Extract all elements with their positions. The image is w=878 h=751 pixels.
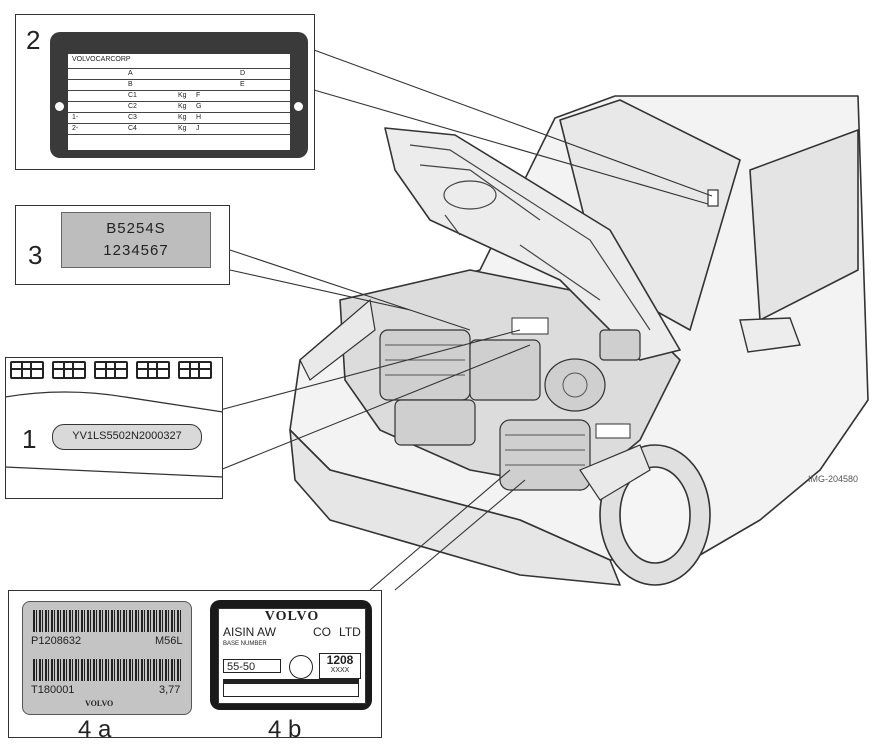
plate-row: C1 Kg F [68, 90, 290, 102]
vin-panel-lines [5, 391, 223, 478]
label-4b-bottom-box [223, 679, 359, 697]
plate-cell: G [196, 103, 202, 110]
grille-icon [94, 361, 128, 379]
plate-cell: Kg [178, 92, 187, 99]
label-4b-num: 1208 [326, 653, 354, 667]
vin-plate: YV1LS5502N2000327 [52, 424, 202, 450]
plate-hole-right [294, 102, 303, 111]
label-4b-sub: XXXX [330, 667, 350, 674]
gearbox-label-4b: VOLVO AISIN AW CO LTD BASE NUMBER 55-50 … [210, 600, 372, 710]
side-window [749, 129, 859, 321]
grille-icon [52, 361, 86, 379]
leader-4a [369, 469, 511, 591]
label-4b-small: BASE NUMBER [223, 641, 267, 647]
engine-code-tag: B5254S 1234567 [61, 212, 211, 268]
engine-serial: 1234567 [103, 242, 169, 259]
label-4b-num-box: 1208 XXXX [319, 653, 361, 679]
callout-number-3: 3 [28, 240, 43, 270]
plate-cell: C3 [128, 114, 137, 121]
label-4a-code1: P1208632 [31, 635, 82, 647]
plate-cell: 1- [72, 114, 79, 121]
caption-4a: 4 a [78, 716, 112, 743]
plate-cell: 2- [72, 125, 79, 132]
label-4b-brand: VOLVO [264, 609, 320, 624]
plate-cell: A [128, 70, 133, 77]
maker-co: CO [313, 625, 331, 639]
barcode [33, 659, 181, 681]
plate-cell: Kg [178, 114, 187, 121]
plate-row: 2- C4 Kg J [68, 123, 290, 135]
label-4b-face: VOLVO AISIN AW CO LTD BASE NUMBER 55-50 … [218, 608, 366, 704]
plate-cell: C4 [128, 125, 137, 132]
plate-header-row: VOLVOCARCORP [68, 54, 290, 69]
open-hood [384, 127, 681, 361]
plate-cell: C2 [128, 103, 137, 110]
plate-cell: B [128, 81, 133, 88]
leader-2 [313, 49, 713, 205]
plate-cell: E [240, 81, 245, 88]
leader-1 [219, 329, 531, 471]
label-4b-maker: AISIN AW CO LTD [219, 625, 365, 639]
grille-icon [178, 361, 212, 379]
plate-cell: F [196, 92, 201, 99]
maker-ltd: LTD [339, 625, 361, 639]
maker-name: AISIN AW [223, 625, 276, 639]
grille-icon [136, 361, 170, 379]
plate-cell: C1 [128, 92, 137, 99]
gearbox-label-4a: P1208632 M56L T180001 3,77 VOLVO [22, 601, 192, 715]
grille-icon [10, 361, 44, 379]
front-bumper [289, 429, 621, 586]
plate-hole-left [55, 102, 64, 111]
side-mirror [739, 317, 801, 353]
barcode [33, 610, 181, 632]
plate-cell: Kg [178, 103, 187, 110]
image-id: IMG-204580 [808, 474, 859, 484]
plate-header: VOLVOCARCORP [72, 56, 131, 63]
leader-3 [229, 249, 471, 331]
callout-number-2: 2 [26, 25, 41, 55]
plate-cell: H [196, 114, 202, 121]
callout-number-1: 1 [22, 424, 37, 454]
plate-cell: D [240, 70, 246, 77]
leader-4b [394, 479, 526, 591]
caption-4b: 4 b [268, 716, 302, 743]
plate-cell: Kg [178, 125, 187, 132]
label-4a-right2: 3,77 [159, 684, 181, 696]
plate-cell: J [196, 125, 200, 132]
label-4b-circle [289, 655, 313, 679]
plate-row: 1- C3 Kg H [68, 112, 290, 124]
label-4a-code2: T180001 [31, 684, 75, 696]
plate-row: C2 Kg G [68, 101, 290, 113]
label-4a-brand: VOLVO [85, 699, 114, 708]
engine-type: B5254S [106, 220, 166, 237]
label-4b-model: 55-50 [223, 659, 281, 673]
label-4a-right1: M56L [155, 635, 183, 647]
